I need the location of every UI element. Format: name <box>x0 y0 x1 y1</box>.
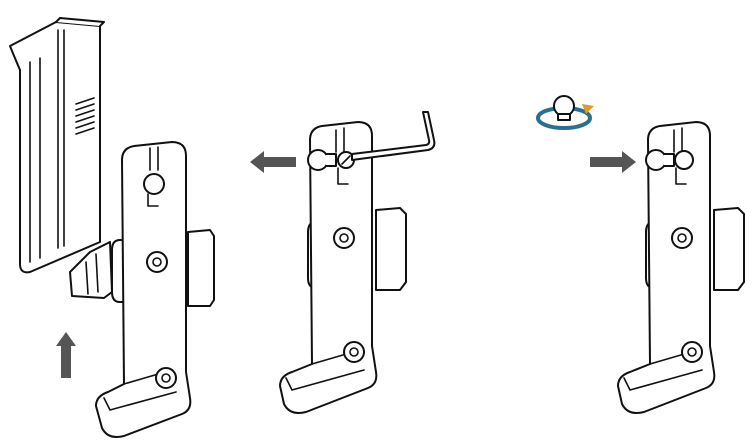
locking-pin <box>307 149 337 171</box>
step-1-remove-battery <box>0 0 230 446</box>
step-2-illustration <box>250 111 436 414</box>
step-3-insert-rotate-pin <box>520 0 756 446</box>
hex-key-icon <box>351 111 436 161</box>
mount-bracket <box>95 141 215 438</box>
mount-bracket <box>617 121 745 414</box>
arrow-up-icon <box>56 332 76 378</box>
rotate-icon <box>536 95 594 130</box>
arrow-left-icon <box>250 151 296 173</box>
arrow-right-icon <box>590 151 636 173</box>
mount-bracket <box>279 121 407 414</box>
step-2-remove-pin <box>240 0 470 446</box>
locking-pin <box>645 149 675 171</box>
step-3-illustration <box>536 95 745 414</box>
step-1-illustration <box>9 17 215 438</box>
battery-pack <box>9 17 113 299</box>
